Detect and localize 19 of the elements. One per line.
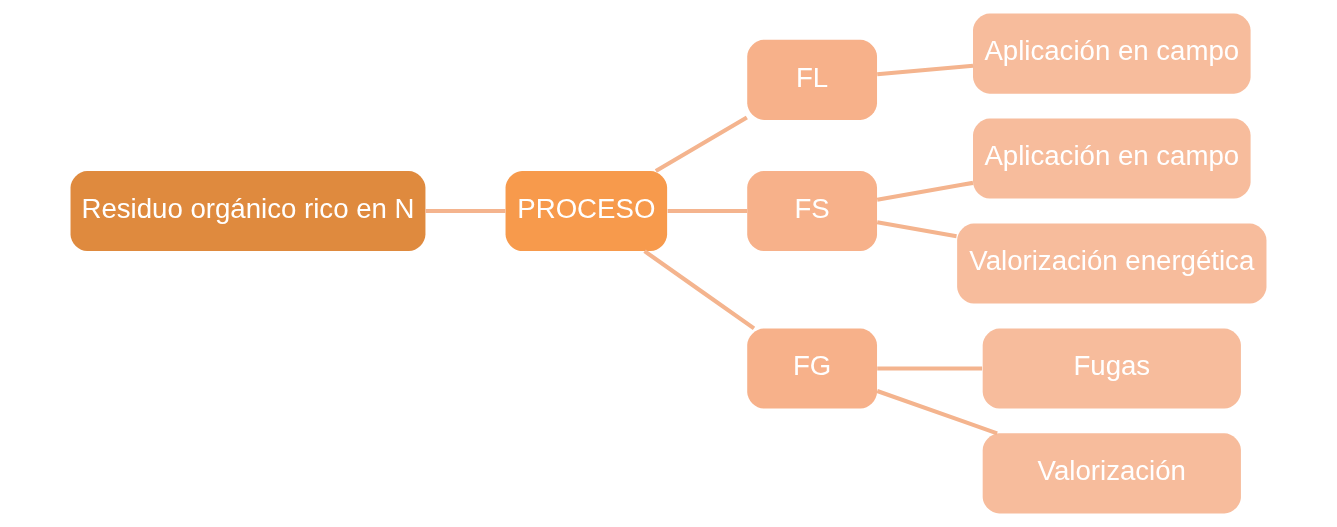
node-box: PROCESO [505,170,668,252]
node-box: FS [747,170,878,252]
node-box: FL [747,39,878,120]
node-box: Aplicación en campo [973,13,1251,94]
node-box: FG [747,328,878,409]
connector [876,180,974,202]
connector [876,389,998,436]
node-box: Valorización energética [957,223,1267,304]
connector [667,208,748,214]
connector [643,249,756,331]
connector [654,115,748,173]
connector [877,63,974,77]
node-box: Residuo orgánico rico en N [70,170,426,252]
node-box: Fugas [982,328,1241,409]
node-box: Valorización [982,433,1241,514]
connector [877,366,983,371]
connector [425,208,506,214]
connector [876,220,957,239]
node-box: Aplicación en campo [973,118,1251,199]
